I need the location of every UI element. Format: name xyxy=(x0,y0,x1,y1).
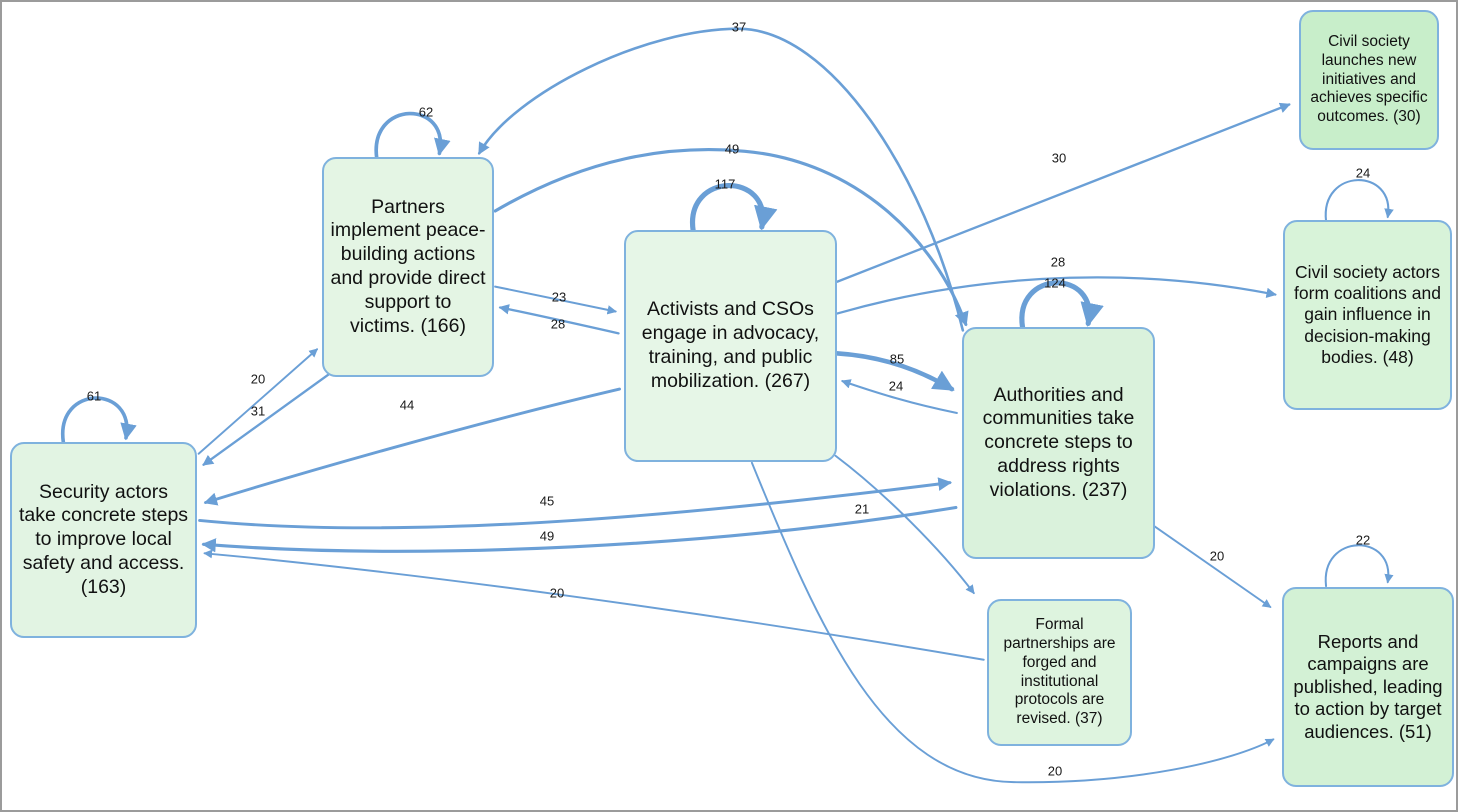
edge-activists-to-reports xyxy=(750,461,1275,784)
edge-label-authorities-to-activists: 24 xyxy=(888,378,904,394)
edge-label-activists-to-formal: 21 xyxy=(854,501,870,517)
edge-activists-to-launches xyxy=(836,102,1291,283)
edge-formal-to-security xyxy=(203,549,985,661)
edge-label-partners-to-partners: 62 xyxy=(418,104,434,120)
node-partners: Partners implement peace-building action… xyxy=(322,157,494,377)
edge-security-to-partners xyxy=(197,348,319,455)
node-label-partners: Partners implement peace-building action… xyxy=(330,195,486,337)
edge-label-partners-to-security: 31 xyxy=(250,403,266,419)
edge-partners-to-activists xyxy=(494,285,617,315)
node-security: Security actors take concrete steps to i… xyxy=(10,442,197,638)
self-loop-authorities xyxy=(1019,280,1104,330)
edge-label-activists-to-security: 44 xyxy=(399,397,415,413)
edge-label-security-to-security: 61 xyxy=(86,388,102,404)
edge-partners-to-authorities xyxy=(493,148,969,327)
node-label-launches: Civil society launches new initiatives a… xyxy=(1310,32,1428,126)
edge-activists-to-authorities xyxy=(834,350,955,392)
node-reports: Reports and campaigns are published, lea… xyxy=(1282,587,1454,787)
node-label-coalitions: Civil society actors form coalitions and… xyxy=(1294,261,1441,368)
edge-label-security-to-authorities: 45 xyxy=(539,493,555,509)
node-label-security: Security actors take concrete steps to i… xyxy=(18,480,189,598)
edge-label-authorities-to-reports: 20 xyxy=(1209,548,1225,564)
edge-label-activists-to-launches: 30 xyxy=(1051,150,1067,166)
self-loop-reports xyxy=(1324,544,1394,588)
edge-label-reports-to-reports: 22 xyxy=(1355,532,1371,548)
node-launches: Civil society launches new initiatives a… xyxy=(1299,10,1439,150)
edge-label-activists-to-coalitions: 28 xyxy=(1050,254,1066,270)
edge-activists-to-partners xyxy=(498,304,620,335)
edge-label-activists-to-reports: 20 xyxy=(1047,763,1063,779)
node-label-authorities: Authorities and communities take concret… xyxy=(982,383,1135,501)
self-loop-activists xyxy=(690,183,778,234)
edge-security-to-authorities xyxy=(198,477,952,530)
node-label-reports: Reports and campaigns are published, lea… xyxy=(1293,630,1443,742)
edge-authorities-to-partners xyxy=(477,27,965,332)
edge-label-partners-to-authorities: 49 xyxy=(724,141,740,157)
edge-label-coalitions-to-coalitions: 24 xyxy=(1355,165,1371,181)
node-label-activists: Activists and CSOs engage in advocacy, t… xyxy=(641,298,820,392)
node-activists: Activists and CSOs engage in advocacy, t… xyxy=(624,230,837,462)
node-label-formal: Formal partnerships are forged and insti… xyxy=(1003,615,1116,728)
edge-partners-to-security xyxy=(202,372,331,466)
edge-label-formal-to-security: 20 xyxy=(549,585,565,601)
edge-authorities-to-activists xyxy=(841,379,958,415)
edge-label-authorities-to-authorities: 124 xyxy=(1044,275,1066,291)
node-formal: Formal partnerships are forged and insti… xyxy=(987,599,1132,746)
edge-label-partners-to-activists: 23 xyxy=(551,289,567,305)
edge-label-authorities-to-security: 49 xyxy=(539,528,555,544)
edge-activists-to-formal xyxy=(834,454,975,595)
edge-label-authorities-to-partners: 37 xyxy=(731,19,747,35)
edge-authorities-to-security xyxy=(201,505,958,553)
edge-authorities-to-reports xyxy=(1147,521,1272,608)
edge-label-activists-to-partners: 28 xyxy=(550,316,566,332)
node-authorities: Authorities and communities take concret… xyxy=(962,327,1155,559)
edge-label-activists-to-activists: 117 xyxy=(714,176,736,192)
self-loop-coalitions xyxy=(1324,179,1394,222)
edge-activists-to-security xyxy=(203,387,621,506)
edge-activists-to-coalitions xyxy=(836,276,1277,315)
self-loop-partners xyxy=(374,111,451,161)
self-loop-security xyxy=(61,396,137,444)
edge-label-security-to-partners: 20 xyxy=(250,371,266,387)
node-coalitions: Civil society actors form coalitions and… xyxy=(1283,220,1452,410)
edge-label-activists-to-authorities: 85 xyxy=(889,351,905,367)
